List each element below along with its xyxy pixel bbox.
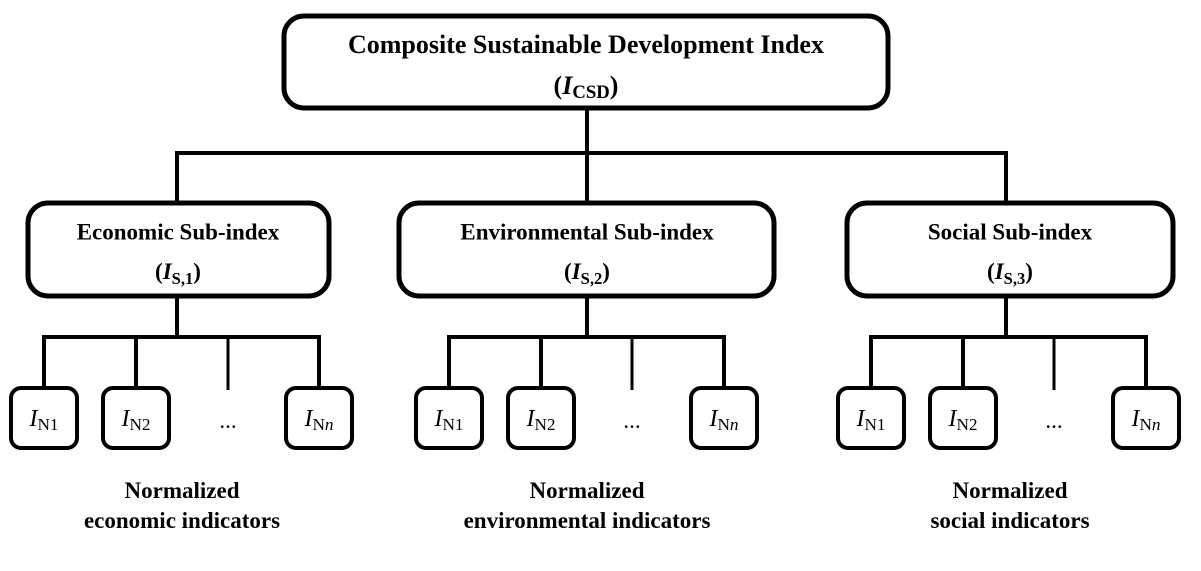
leaf-label: IN2 xyxy=(947,406,977,434)
leaf-group-social: IN1 IN2 ... INn xyxy=(836,386,1181,450)
leaf-label: IN2 xyxy=(525,406,555,434)
leaf-label: INn xyxy=(303,406,333,434)
symbol-subscript: S,3 xyxy=(1004,269,1026,288)
subindex-economic-box[interactable] xyxy=(25,200,332,299)
connector-group-economic xyxy=(42,296,321,390)
subindex-economic-symbol: (IS,1) xyxy=(155,259,201,288)
leaf-symbol-subscript: N xyxy=(717,415,730,434)
subindex-social-box[interactable] xyxy=(844,200,1176,299)
paren-open: ( xyxy=(155,259,163,284)
leaf-node-environmental-2[interactable]: IN2 xyxy=(506,386,576,450)
paren-open: ( xyxy=(564,259,572,284)
leaf-node-economic-n[interactable]: INn xyxy=(284,386,354,450)
subindex-social-symbol: (IS,3) xyxy=(987,259,1033,288)
leaf-symbol-base: I xyxy=(947,406,957,432)
leaf-node-social-n[interactable]: INn xyxy=(1111,386,1181,450)
leaf-symbol-subscript: N2 xyxy=(534,415,555,434)
paren-close: ) xyxy=(602,259,610,284)
root-symbol: (ICSD) xyxy=(554,71,619,103)
caption-group: Normalized economic indicators Normalize… xyxy=(84,478,1090,533)
leaf-node-environmental-n[interactable]: INn xyxy=(689,386,759,450)
root-paren-close: ) xyxy=(610,71,619,100)
leaf-node-economic-1[interactable]: IN1 xyxy=(9,386,79,450)
leaf-label: IN1 xyxy=(433,406,463,434)
leaf-symbol-subscript: N1 xyxy=(442,415,463,434)
leaf-symbol-subscript-tail: n xyxy=(1152,415,1161,434)
leaf-ellipsis-economic: ... xyxy=(219,408,236,433)
leaf-node-economic-2[interactable]: IN2 xyxy=(101,386,171,450)
subindex-environmental-label: Environmental Sub-index xyxy=(460,219,714,244)
leaf-symbol-subscript: N1 xyxy=(37,415,58,434)
paren-open: ( xyxy=(987,259,995,284)
leaf-box[interactable] xyxy=(1111,386,1181,450)
leaf-label: INn xyxy=(708,406,738,434)
leaf-box[interactable] xyxy=(9,386,79,450)
symbol-subscript: S,1 xyxy=(172,269,194,288)
root-title: Composite Sustainable Development Index xyxy=(348,30,824,59)
leaf-box[interactable] xyxy=(284,386,354,450)
node-subindex-environmental[interactable]: Environmental Sub-index (IS,2) xyxy=(396,200,777,299)
leaf-ellipsis-social: ... xyxy=(1045,408,1062,433)
root-symbol-subscript: CSD xyxy=(572,82,609,103)
leaf-symbol-subscript: N xyxy=(312,415,325,434)
leaf-box[interactable] xyxy=(101,386,171,450)
subindex-environmental-box[interactable] xyxy=(396,200,777,299)
leaf-box[interactable] xyxy=(689,386,759,450)
symbol-base: I xyxy=(162,259,173,284)
caption-economic-line1: Normalized xyxy=(125,478,240,503)
leaf-symbol-base: I xyxy=(28,406,38,432)
caption-economic-line2: economic indicators xyxy=(84,508,280,533)
leaf-box[interactable] xyxy=(836,386,906,450)
subindex-environmental-symbol: (IS,2) xyxy=(564,259,610,288)
caption-environmental-line1: Normalized xyxy=(530,478,645,503)
leaf-symbol-subscript: N xyxy=(1139,415,1152,434)
leaf-node-social-1[interactable]: IN1 xyxy=(836,386,906,450)
leaf-label: IN2 xyxy=(120,406,150,434)
connector-group-root xyxy=(175,108,1008,204)
leaf-group-economic: IN1 IN2 ... INn xyxy=(9,386,354,450)
leaf-box[interactable] xyxy=(414,386,484,450)
paren-close: ) xyxy=(1025,259,1033,284)
leaf-node-environmental-1[interactable]: IN1 xyxy=(414,386,484,450)
leaf-symbol-base: I xyxy=(1130,406,1140,432)
connector-group-social xyxy=(869,296,1148,390)
paren-close: ) xyxy=(193,259,201,284)
symbol-subscript: S,2 xyxy=(581,269,603,288)
connector-group-environmental xyxy=(447,296,726,390)
leaf-symbol-base: I xyxy=(303,406,313,432)
leaf-symbol-subscript: N2 xyxy=(129,415,150,434)
leaf-symbol-subscript: N1 xyxy=(864,415,885,434)
node-root[interactable]: Composite Sustainable Development Index … xyxy=(281,13,891,111)
leaf-symbol-subscript-tail: n xyxy=(730,415,739,434)
caption-social-line2: social indicators xyxy=(930,508,1089,533)
leaf-symbol-subscript-tail: n xyxy=(325,415,334,434)
root-box[interactable] xyxy=(281,13,891,111)
caption-social-line1: Normalized xyxy=(953,478,1068,503)
symbol-base: I xyxy=(571,259,582,284)
root-paren-open: ( xyxy=(554,71,563,100)
leaf-symbol-base: I xyxy=(525,406,535,432)
leaf-label: IN1 xyxy=(855,406,885,434)
leaf-box[interactable] xyxy=(928,386,998,450)
leaf-symbol-base: I xyxy=(433,406,443,432)
leaf-symbol-base: I xyxy=(855,406,865,432)
node-subindex-social[interactable]: Social Sub-index (IS,3) xyxy=(844,200,1176,299)
leaf-label: INn xyxy=(1130,406,1160,434)
leaf-symbol-subscript: N2 xyxy=(956,415,977,434)
subindex-social-label: Social Sub-index xyxy=(928,219,1093,244)
root-symbol-base: I xyxy=(561,71,573,100)
symbol-base: I xyxy=(994,259,1005,284)
caption-environmental-line2: environmental indicators xyxy=(464,508,711,533)
leaf-ellipsis-environmental: ... xyxy=(623,408,640,433)
node-subindex-economic[interactable]: Economic Sub-index (IS,1) xyxy=(25,200,332,299)
leaf-group-environmental: IN1 IN2 ... INn xyxy=(414,386,759,450)
leaf-label: IN1 xyxy=(28,406,58,434)
leaf-node-social-2[interactable]: IN2 xyxy=(928,386,998,450)
leaf-symbol-base: I xyxy=(120,406,130,432)
leaf-symbol-base: I xyxy=(708,406,718,432)
leaf-box[interactable] xyxy=(506,386,576,450)
subindex-economic-label: Economic Sub-index xyxy=(77,219,280,244)
